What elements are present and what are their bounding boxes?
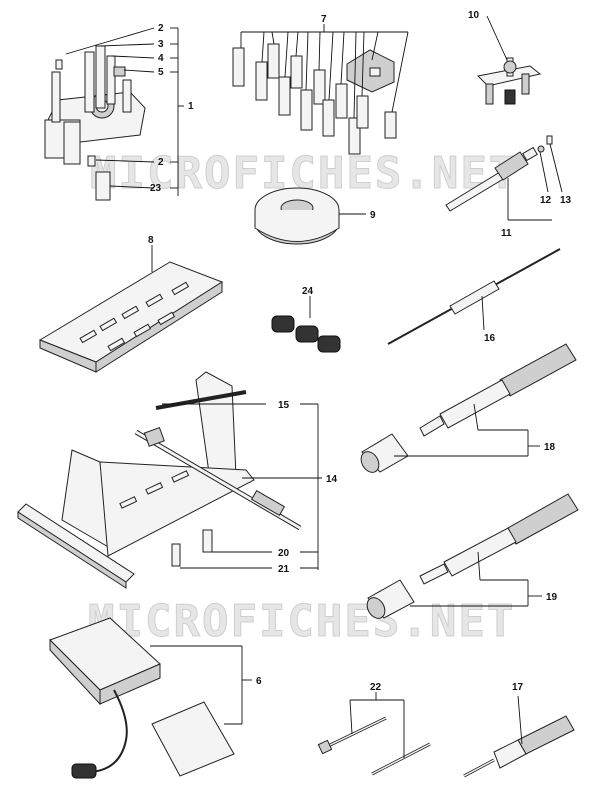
punch-tool — [463, 715, 575, 778]
leader-lines-1 — [65, 27, 184, 196]
callout-4: 4 — [158, 53, 164, 64]
watermark-top: MICROFICHES.NET — [90, 148, 517, 199]
fixture-assembly — [44, 45, 146, 201]
leader-16 — [481, 295, 485, 331]
callout-17: 17 — [512, 682, 524, 693]
callout-11: 11 — [501, 228, 512, 239]
leader-lines-19 — [410, 551, 542, 607]
callout-15: 15 — [278, 400, 290, 411]
callout-6: 6 — [256, 676, 262, 687]
callout-22: 22 — [370, 682, 382, 693]
callout-2-lower: 2 — [158, 157, 164, 168]
callout-21: 21 — [278, 564, 290, 575]
puller-tool — [476, 57, 542, 105]
callout-7: 7 — [321, 14, 327, 25]
small-rods — [317, 716, 431, 776]
callout-23: 23 — [150, 183, 162, 194]
leader-lines-stand — [162, 403, 322, 570]
callout-14: 14 — [326, 474, 338, 485]
callout-5: 5 — [158, 67, 164, 78]
callout-10: 10 — [468, 10, 480, 21]
long-rod — [387, 248, 561, 345]
leader-lines-22 — [349, 692, 405, 758]
installer-tool-18 — [360, 343, 577, 473]
callout-8: 8 — [148, 235, 154, 246]
callout-2: 2 — [158, 23, 164, 34]
base-plate — [38, 261, 224, 373]
callout-12: 12 — [540, 195, 552, 206]
callout-16: 16 — [484, 333, 496, 344]
callout-13: 13 — [560, 195, 572, 206]
callout-18: 18 — [544, 442, 556, 453]
leader-lines-18 — [394, 403, 540, 457]
callout-9: 9 — [370, 210, 376, 221]
diagnostic-device — [49, 617, 235, 779]
callout-24: 24 — [302, 286, 314, 297]
callout-3: 3 — [158, 39, 164, 50]
pin-set — [232, 43, 397, 155]
leader-lines-11 — [507, 143, 563, 221]
leader-lines-6 — [150, 645, 252, 725]
support-stand — [17, 371, 302, 589]
clutch-hub — [254, 187, 340, 245]
watermark-bottom: MICROFICHES.NET — [88, 596, 515, 647]
leader-17 — [517, 695, 523, 745]
threaded-shaft-tool — [445, 135, 553, 212]
leader-10 — [486, 15, 508, 61]
callout-1: 1 — [188, 101, 194, 112]
callout-19: 19 — [546, 592, 558, 603]
spacer-blocks — [271, 315, 341, 353]
installer-tool-19 — [366, 493, 579, 619]
leader-lines-7 — [240, 24, 409, 119]
callout-20: 20 — [278, 548, 290, 559]
